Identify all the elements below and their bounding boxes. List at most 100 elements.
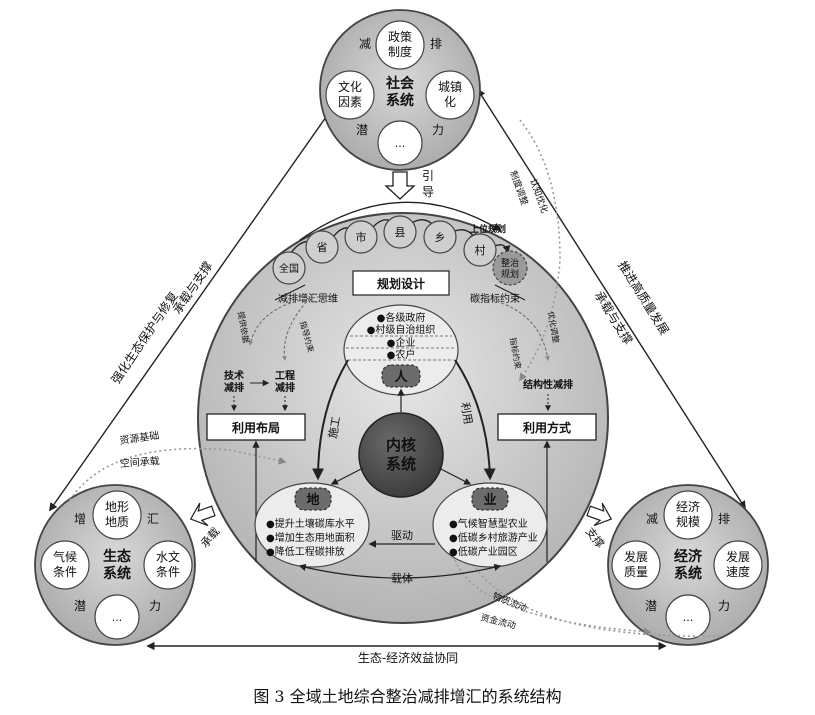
guide-label-2: 导 [422, 185, 434, 199]
eco-title-l2: 系统 [103, 565, 131, 582]
ye-label: 业 [483, 492, 496, 508]
econ-node-speed [713, 540, 763, 590]
top-right-label-1: 认知优化 [527, 177, 551, 215]
ye-ellipse: 业 ●气候智慧型农业 ●低碳乡村旅游产业 ●低碳产业园区 [432, 482, 548, 568]
admin-label-village: 村 [475, 243, 486, 257]
qudong-label: 驱动 [391, 529, 413, 542]
zaiti-label: 载体 [391, 571, 413, 585]
eco-node-more-label: ... [112, 611, 123, 624]
liyong-label: 利用 [458, 401, 475, 425]
eco-node-more [94, 594, 140, 640]
social-corner-1: 减 [359, 37, 371, 51]
social-node-more [377, 120, 423, 166]
actor-government: ●各级政府 [377, 311, 426, 324]
social-node-more-label: ... [395, 137, 406, 150]
eco-corner-2: 汇 [147, 512, 159, 526]
di-item-1: ●提升土壤碳库水平 [266, 517, 355, 530]
eng-label-l1: 工程 [275, 369, 295, 382]
social-corner-3: 潜 [356, 123, 368, 137]
admin-label-town: 乡 [435, 231, 446, 244]
use-mode-label: 利用方式 [523, 420, 571, 435]
resource-base-label: 资源基础 [119, 429, 160, 447]
shigong-label: 施工 [326, 415, 343, 439]
social-corner-2: 排 [430, 37, 442, 51]
admin-node-village [463, 233, 497, 267]
upper-planning-label: 上位规划 [470, 223, 506, 235]
econ-title-l1: 经济 [674, 548, 703, 565]
triangle-links [49, 88, 746, 651]
plan-design-label: 规划设计 [377, 276, 425, 291]
admin-label-national: 全国 [279, 262, 299, 275]
tech-label-l2: 减排 [224, 381, 244, 394]
econ-node-more-label: ... [683, 611, 694, 624]
figure-caption: 图 3 全域土地综合整治减排增汇的系统结构 [253, 687, 562, 706]
land-layout-label: 利用布局 [232, 420, 280, 435]
eco-node-hydro-l2: 条件 [156, 565, 180, 579]
econ-node-quality-l1: 发展 [624, 549, 648, 564]
eco-node-hydro-l1: 水文 [156, 549, 180, 564]
econ-corner-1: 减 [646, 512, 658, 526]
eco-corner-3: 潜 [74, 599, 86, 613]
di-item-2: ●增加生态用地面积 [266, 531, 355, 544]
admin-node-county [383, 215, 417, 249]
struct-label: 结构性减排 [523, 378, 573, 391]
econ-node-quality-l2: 质量 [624, 565, 648, 579]
core-title-l2: 系统 [386, 455, 416, 473]
social-node-urban-l1: 城镇 [438, 80, 462, 94]
guide-label-1: 引 [422, 169, 434, 183]
ecology-system: 地形 地质 气候 条件 水文 条件 ... 生态 系统 增 汇 潜 力 [34, 484, 196, 646]
inner-core: 内核 系统 [330, 412, 472, 498]
econ-node-more [665, 594, 711, 640]
eco-title-l1: 生态 [103, 548, 131, 565]
admin-label-plan-l1: 整治 [501, 257, 519, 269]
admin-node-province [305, 230, 339, 264]
admin-node-town [423, 220, 457, 254]
top-right-label-2: 制度调整 [507, 169, 531, 207]
econ-corner-3: 潜 [645, 599, 657, 613]
space-carry-label: 空间承载 [119, 454, 160, 470]
ye-item-3: ●低碳产业园区 [449, 545, 518, 558]
actor-enterprise: ●企业 [387, 336, 416, 349]
eco-node-terrain-l2: 地质 [105, 515, 129, 529]
eco-node-hydro [143, 540, 193, 590]
admin-label-city: 市 [356, 230, 367, 244]
social-title-l1: 社会 [385, 75, 415, 92]
admin-label-province: 省 [317, 241, 328, 254]
eco-node-climate-l2: 条件 [53, 565, 77, 579]
di-item-3: ●降低工程碳排放 [266, 545, 345, 558]
econ-node-scale [663, 490, 713, 540]
capital-flow-label: 资金流动 [479, 611, 517, 631]
drive-carrier: 驱动 载体 [298, 529, 502, 585]
social-node-policy-l2: 制度 [388, 44, 412, 59]
reduction-nodes: 技术 减排 工程 减排 结构性减排 利用布局 利用方式 [206, 369, 597, 562]
econ-title-l2: 系统 [674, 565, 702, 582]
econ-node-scale-l2: 规模 [676, 514, 700, 529]
admin-node-plan [492, 250, 528, 286]
eco-corner-4: 力 [149, 599, 161, 613]
actor-farmer: ●农户 [387, 348, 416, 361]
eco-node-climate [40, 540, 90, 590]
social-node-urban-l2: 化 [444, 95, 456, 109]
social-node-culture-l1: 文化 [338, 79, 362, 94]
actor-village-org: ●村级自治组织 [367, 323, 436, 336]
social-title-l2: 系统 [386, 92, 414, 109]
dotted-flows [69, 119, 721, 637]
ren-label: 人 [394, 369, 408, 385]
di-ellipse: 地 ●提升土壤碳库水平 ●增加生态用地面积 ●降低工程碳排放 [254, 482, 370, 568]
core-title-l1: 内核 [386, 436, 416, 454]
economy-system: 经济 规模 发展 质量 发展 速度 ... 经济 系统 减 排 潜 力 [607, 484, 769, 646]
di-label: 地 [306, 492, 319, 508]
eco-node-terrain-l1: 地形 [105, 500, 129, 514]
social-node-culture [325, 70, 375, 120]
econ-node-speed-l2: 速度 [726, 564, 750, 579]
social-node-policy-l1: 政策 [388, 30, 412, 44]
econ-corner-4: 力 [718, 599, 730, 613]
right-side-label-2: 承载与支撑 [592, 288, 637, 347]
actors-ellipse: ●各级政府 ●村级自治组织 ●企业 ●农户 人 [343, 304, 459, 396]
zhicheng-label: 支撑 [583, 525, 608, 551]
right-constraint-label: 碳指标约束 [470, 292, 520, 305]
actor-arrows: 施工 利用 [312, 359, 496, 481]
tech-label-l1: 技术 [224, 369, 244, 382]
admin-level-chain: 全国 省 市 县 乡 村 整治 规划 上位规划 [272, 201, 528, 286]
